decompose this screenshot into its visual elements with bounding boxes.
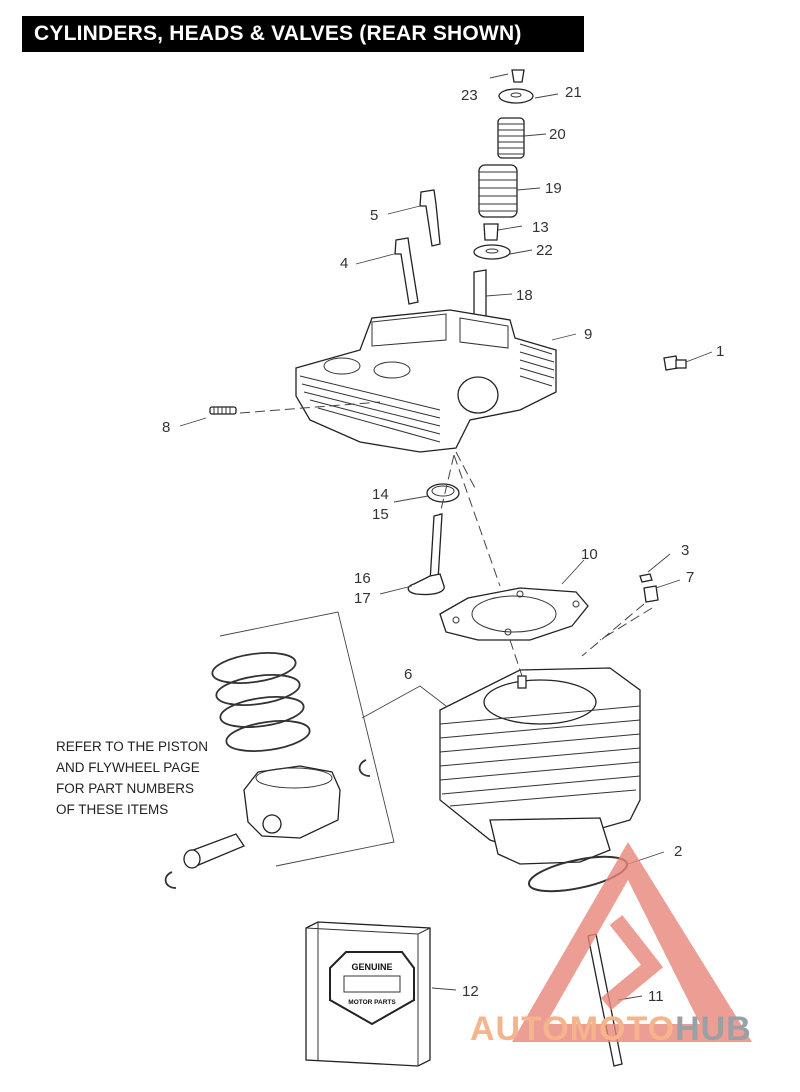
piston-rings: [211, 652, 311, 752]
callout-18: 18: [516, 287, 533, 304]
callout-14: 14: [372, 486, 389, 503]
part-22-spring-seat: [473, 244, 511, 260]
callout-5: 5: [370, 207, 378, 224]
watermark-text-part1: AUTOMOTO: [470, 1010, 676, 1048]
part-13-valve-seal: [483, 223, 499, 241]
part-20-inner-spring: [497, 117, 525, 159]
part-8-stud: [209, 406, 237, 415]
part-12-parts-box: GENUINE MOTOR PARTS: [305, 921, 431, 1067]
piston: [243, 765, 341, 839]
callout-13: 13: [532, 219, 549, 236]
callout-16: 16: [354, 570, 371, 587]
callout-23: 23: [461, 87, 478, 104]
callout-21: 21: [565, 84, 582, 101]
callouts: 23 21 20 19 13 22 18 5 4 9 1 8 14 15 16 …: [162, 84, 724, 1005]
part-3-7-dowel: [639, 573, 659, 603]
callout-8: 8: [162, 419, 170, 436]
callout-7: 7: [686, 569, 694, 586]
part-23-keeper: [511, 69, 525, 83]
callout-6: 6: [404, 666, 412, 683]
reference-note: REFER TO THE PISTON AND FLYWHEEL PAGE FO…: [56, 739, 209, 817]
part-1-bolt: [663, 355, 687, 371]
part-4-pushrod-tube: [394, 237, 419, 305]
box-logo-motor-parts: MOTOR PARTS: [348, 999, 396, 1006]
part-19-outer-spring: [478, 164, 518, 218]
part-18-valve-guide: [473, 269, 487, 321]
watermark-text-part2: HUB: [675, 1010, 752, 1048]
watermark-logo: [512, 842, 752, 1042]
callout-22: 22: [536, 242, 553, 259]
callout-20: 20: [549, 126, 566, 143]
callout-4: 4: [340, 255, 348, 272]
callout-10: 10: [581, 546, 598, 563]
callout-12: 12: [462, 983, 479, 1000]
callout-15: 15: [372, 506, 389, 523]
callout-19: 19: [545, 180, 562, 197]
box-logo-genuine: GENUINE: [351, 962, 392, 972]
callout-17: 17: [354, 590, 371, 607]
title-bar: CYLINDERS, HEADS & VALVES (REAR SHOWN): [22, 16, 584, 52]
callout-11: 11: [648, 988, 664, 1005]
wrist-pin: [183, 833, 245, 869]
callout-3: 3: [681, 542, 689, 559]
page-title: CYLINDERS, HEADS & VALVES (REAR SHOWN): [34, 22, 522, 45]
part-21-spring-retainer: [498, 88, 534, 104]
callout-9: 9: [584, 326, 592, 343]
callout-1: 1: [716, 343, 724, 360]
callout-2: 2: [674, 843, 682, 860]
part-10-head-gasket: [439, 587, 589, 641]
part-16-17-valve: [407, 513, 445, 596]
watermark-text: AUTOMOTOHUB: [470, 1010, 752, 1049]
retaining-clips: [164, 759, 371, 889]
part-9-cylinder-head: [295, 309, 557, 453]
part-5-pushrod-tube: [419, 189, 441, 247]
cylinder-barrel: [439, 667, 641, 865]
